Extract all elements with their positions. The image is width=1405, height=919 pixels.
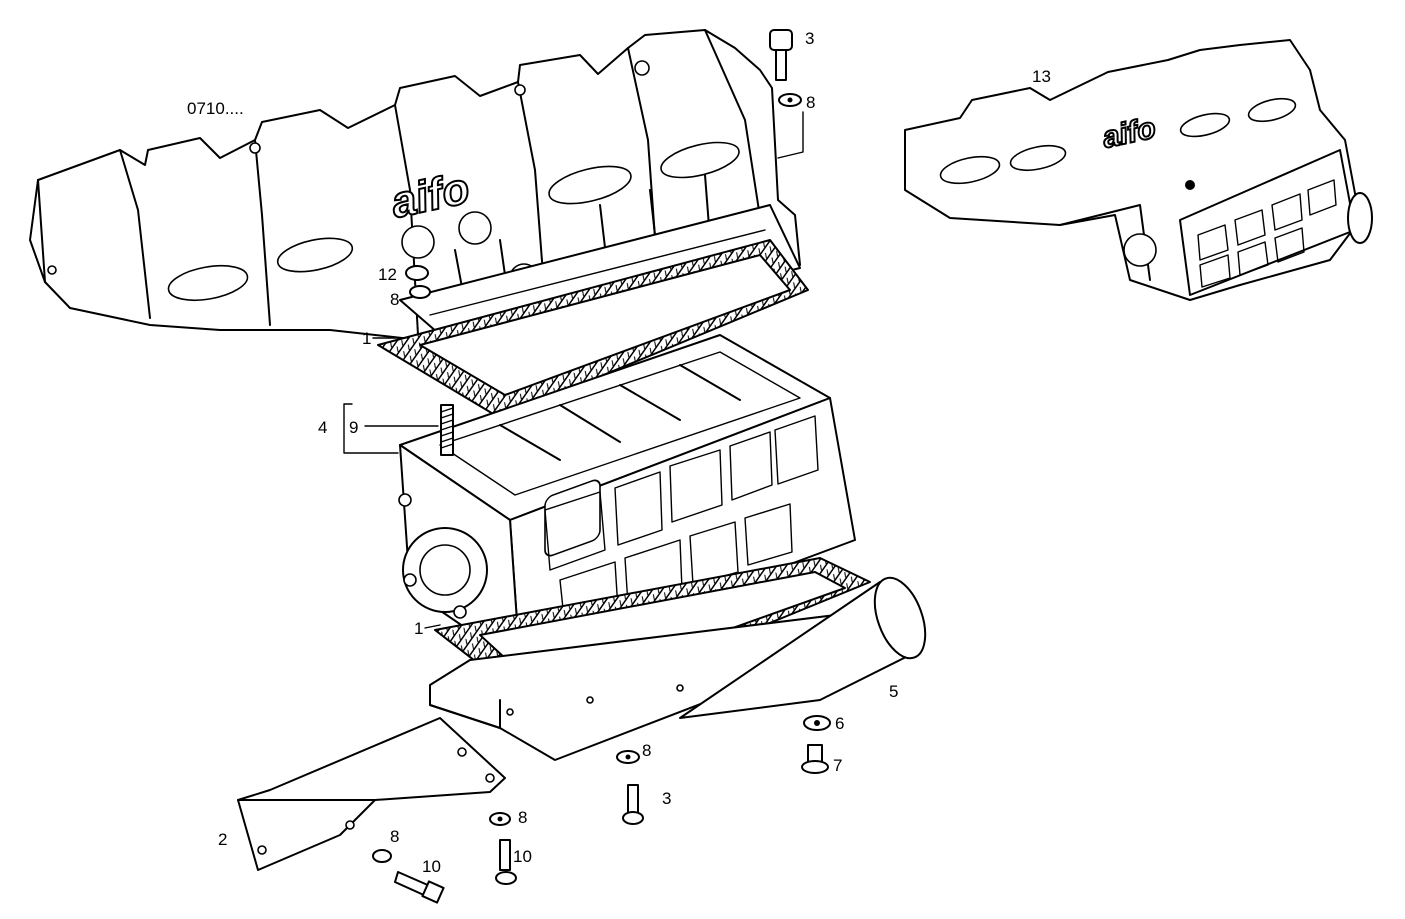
callout-7: 7 — [833, 756, 842, 775]
callout-1-top: 1 — [362, 329, 371, 348]
callout-8-bottom-mid: 8 — [518, 808, 527, 827]
heat-exchanger-body — [398, 334, 856, 666]
reference-code-label: 0710.... — [187, 99, 244, 118]
callout-5: 5 — [889, 682, 898, 701]
callout-6: 6 — [835, 714, 844, 733]
callout-9: 9 — [349, 418, 358, 437]
leader-lines — [343, 111, 804, 629]
callout-8-top: 8 — [806, 93, 815, 112]
callout-10-mid: 10 — [513, 847, 532, 866]
callout-10-left: 10 — [422, 857, 441, 876]
callout-4: 4 — [318, 418, 327, 437]
callout-1-bottom: 1 — [414, 619, 423, 638]
callout-12: 12 — [378, 265, 397, 284]
callout-3-top: 3 — [805, 29, 814, 48]
fasteners — [372, 29, 831, 904]
outlet-pipe — [679, 576, 927, 719]
mounting-bracket — [237, 717, 506, 871]
callout-8-bottom-left: 8 — [390, 827, 399, 846]
assembled-view: aifo — [904, 39, 1373, 301]
callout-2: 2 — [218, 830, 227, 849]
stud-9 — [440, 404, 454, 456]
callout-3-bottom: 3 — [662, 789, 671, 808]
callout-8-mid: 8 — [390, 290, 399, 309]
callout-8-bottom-center: 8 — [642, 741, 651, 760]
callout-13: 13 — [1032, 67, 1051, 86]
upper-gasket — [377, 239, 809, 419]
part-callouts: 0710.... 3 8 13 12 8 1 4 9 1 5 6 7 8 3 8… — [187, 29, 1051, 876]
